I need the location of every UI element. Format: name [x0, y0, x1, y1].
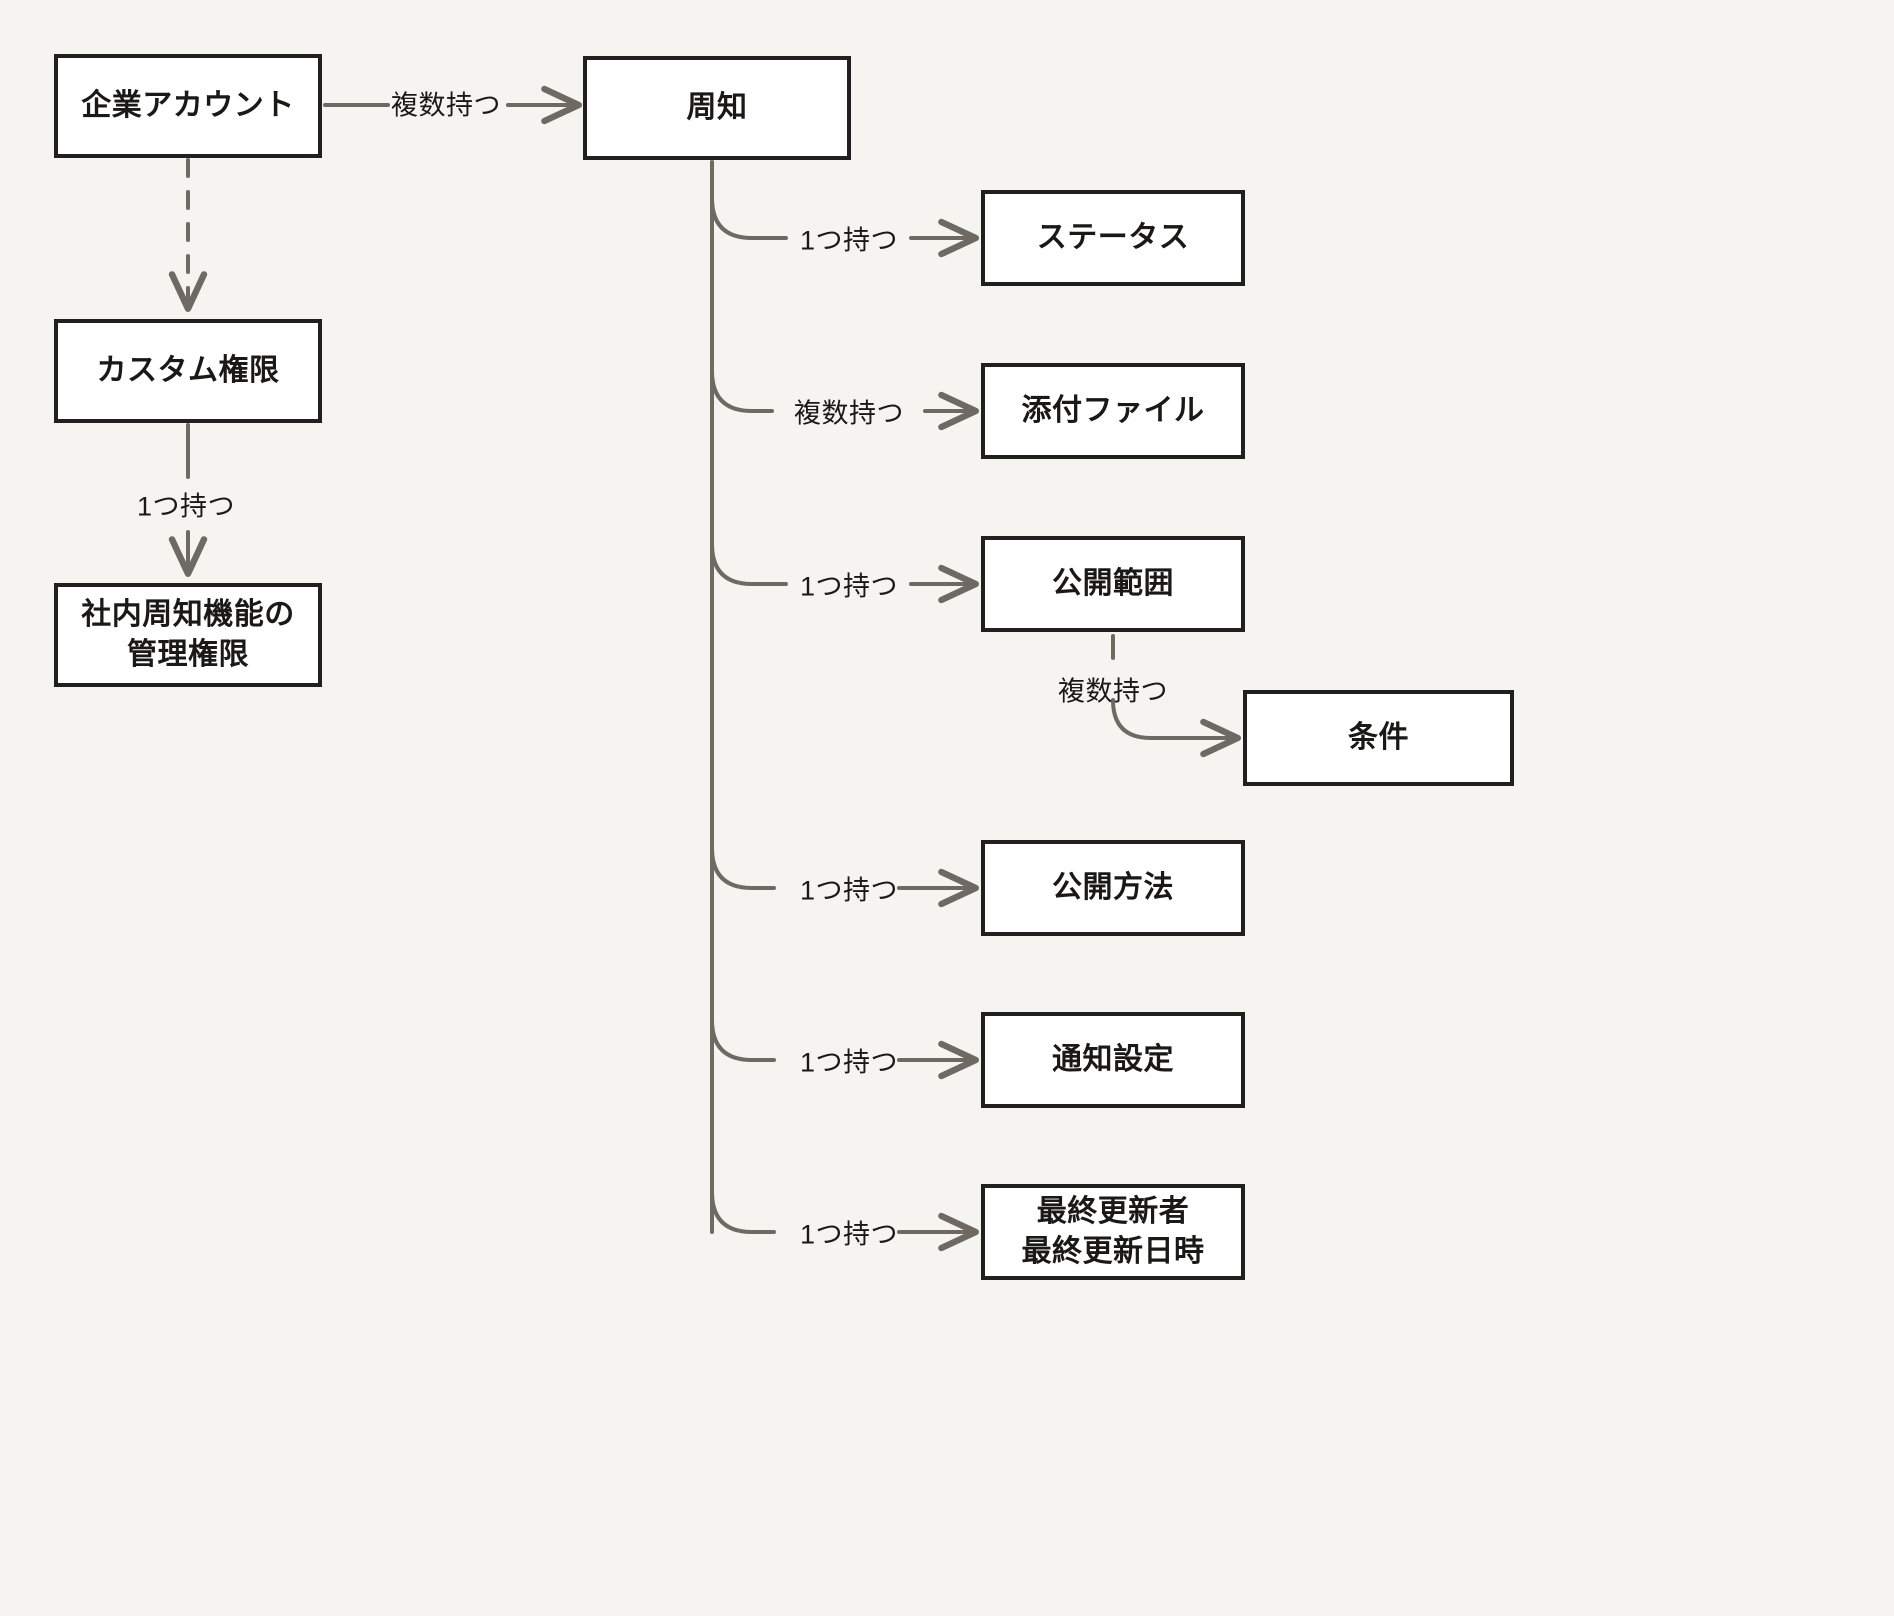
- edge-label-announcement-to-notify-setting: 1つ持つ: [799, 1047, 899, 1078]
- node-custom-permission[interactable]: カスタム権限: [54, 319, 322, 423]
- wire-branch-notify: [710, 1018, 776, 1062]
- wire-branch-attachment: [710, 369, 774, 413]
- edge-label-announcement-to-publish-scope: 1つ持つ: [799, 571, 899, 602]
- node-attachment[interactable]: 添付ファイル: [981, 363, 1245, 459]
- node-label: 周知: [686, 90, 748, 124]
- node-label: カスタム権限: [96, 353, 280, 387]
- edge-label-announcement-to-last-updated: 1つ持つ: [799, 1219, 899, 1250]
- node-last-updated[interactable]: 最終更新者 最終更新日時: [981, 1184, 1245, 1280]
- wire-branch-scope: [710, 542, 788, 586]
- wire-branch-method: [710, 846, 776, 890]
- wire-branch-lastupdated: [710, 1190, 776, 1234]
- node-publish-method[interactable]: 公開方法: [981, 840, 1245, 936]
- edge-label-announcement-to-publish-method: 1つ持つ: [799, 875, 899, 906]
- node-label: 最終更新者 最終更新日時: [1021, 1194, 1205, 1269]
- node-label: 添付ファイル: [1021, 393, 1205, 427]
- edge-label-corp-to-announcement: 複数持つ: [391, 90, 501, 121]
- node-announcement[interactable]: 周知: [583, 56, 851, 160]
- edge-label-scope-to-condition: 複数持つ: [1058, 676, 1168, 707]
- node-label: 企業アカウント: [81, 88, 295, 122]
- node-label: ステータス: [1036, 220, 1190, 254]
- node-publish-scope[interactable]: 公開範囲: [981, 536, 1245, 632]
- edge-label-announcement-to-attachment: 複数持つ: [794, 398, 904, 429]
- node-label: 公開範囲: [1052, 566, 1174, 600]
- node-label: 公開方法: [1052, 870, 1174, 904]
- edge-label-announcement-to-status: 1つ持つ: [799, 225, 899, 256]
- node-corp-account[interactable]: 企業アカウント: [54, 54, 322, 158]
- node-label: 通知設定: [1052, 1042, 1174, 1076]
- node-label: 条件: [1348, 720, 1409, 754]
- node-status[interactable]: ステータス: [981, 190, 1245, 286]
- node-notify-setting[interactable]: 通知設定: [981, 1012, 1245, 1108]
- wire-branch-status: [710, 196, 788, 240]
- node-internal-admin-permission[interactable]: 社内周知機能の 管理権限: [54, 583, 322, 687]
- node-condition[interactable]: 条件: [1243, 690, 1514, 786]
- edge-label-custom-to-internal-admin: 1つ持つ: [136, 491, 236, 522]
- node-label: 社内周知機能の 管理権限: [81, 597, 295, 672]
